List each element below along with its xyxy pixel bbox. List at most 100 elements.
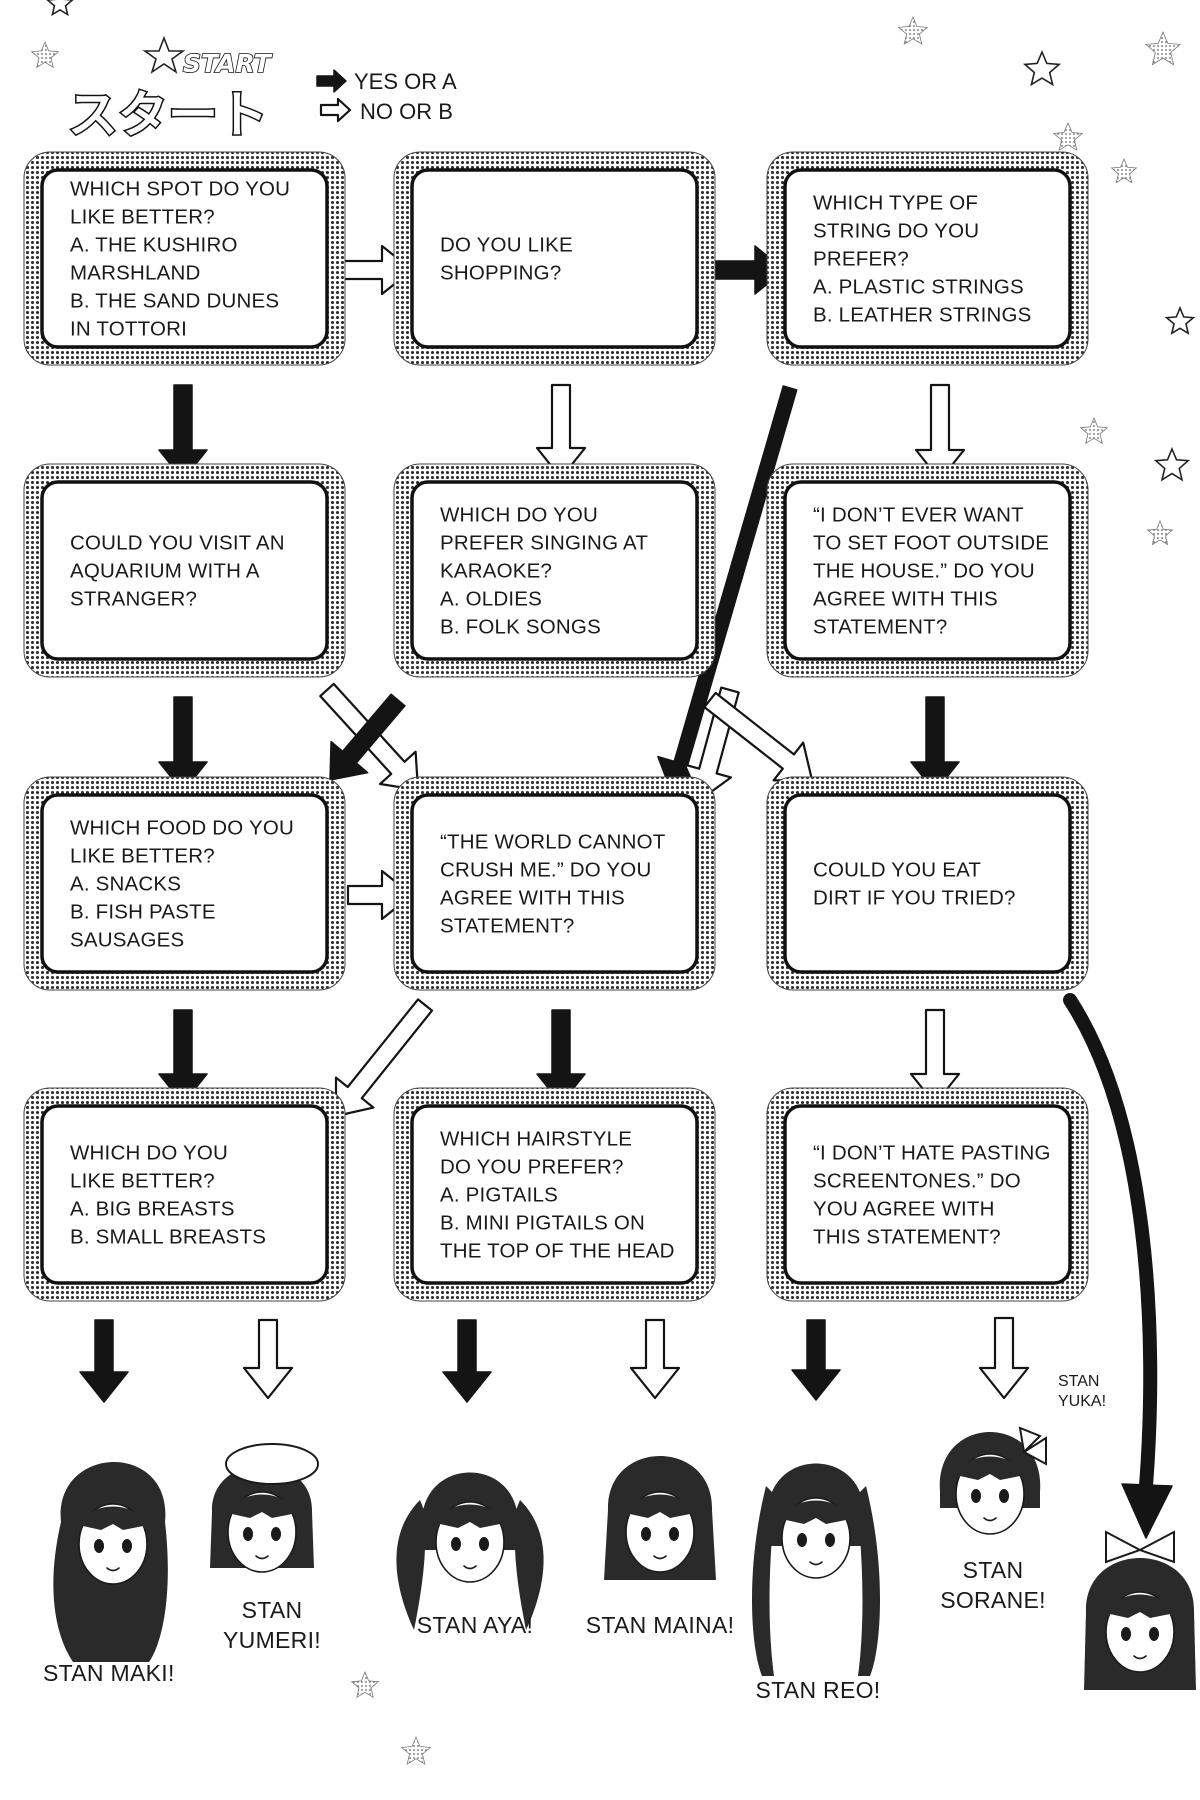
question-box-border <box>410 480 699 661</box>
star-icon <box>400 1735 432 1765</box>
no-arrow-icon <box>629 1318 681 1400</box>
star-icon <box>897 15 929 45</box>
start-label: START <box>183 49 273 78</box>
question-text-line: STATEMENT? <box>813 616 948 639</box>
no-arrow-icon <box>978 1316 1030 1400</box>
question-box-border <box>783 480 1072 661</box>
question-text-line: CRUSH ME.” DO YOU <box>440 859 651 882</box>
question-text-line: MARSHLAND <box>70 262 201 285</box>
question-box-q2: DO YOU LIKE SHOPPING? <box>393 151 716 366</box>
question-text-line: A. THE KUSHIRO <box>70 234 238 257</box>
result-maina: STAN MAINA! <box>586 1456 734 1638</box>
question-text-line: SCREENTONES.” DO <box>813 1170 1021 1193</box>
yes-arrow-icon <box>316 69 347 93</box>
question-text-line: WHICH HAIRSTYLE <box>440 1128 632 1151</box>
yes-arrow-icon <box>329 693 406 781</box>
star-icon <box>1079 416 1109 445</box>
result-label: STAN <box>1058 1373 1099 1390</box>
result-label: SORANE! <box>940 1587 1046 1613</box>
yes-arrow-icon <box>791 1319 841 1401</box>
question-text-line: IN TOTTORI <box>70 318 187 341</box>
question-box-border <box>783 168 1072 349</box>
question-text-line: STRANGER? <box>70 588 197 611</box>
question-text-line: WHICH DO YOU <box>70 1142 228 1165</box>
question-text-line: LIKE BETTER? <box>70 845 215 868</box>
legend-yes-label: YES OR A <box>354 69 457 94</box>
character-face-icon <box>210 1443 319 1573</box>
result-label: YUKA! <box>1058 1393 1106 1410</box>
question-text-line: DO YOU LIKE <box>440 234 573 257</box>
star-icon <box>1144 30 1182 66</box>
result-reo: STAN REO! <box>752 1463 881 1703</box>
star-icon <box>1164 305 1196 335</box>
result-label: STAN <box>963 1557 1024 1583</box>
question-box-border <box>783 1104 1072 1285</box>
question-text-line: B. THE SAND DUNES <box>70 290 279 313</box>
question-text-line: B. LEATHER STRINGS <box>813 304 1032 327</box>
question-box-q6: “I DON’T EVER WANT TO SET FOOT OUTSIDE THE… <box>766 463 1089 678</box>
start-star-icon <box>142 35 186 74</box>
question-text-line: SAUSAGES <box>70 929 184 952</box>
question-text-line: THIS STATEMENT? <box>813 1226 1001 1249</box>
character-face-icon <box>1084 1530 1196 1690</box>
question-text-line: DO YOU PREFER? <box>440 1156 624 1179</box>
question-text-line: WHICH SPOT DO YOU <box>70 178 290 201</box>
question-text-line: “I DON’T EVER WANT <box>813 504 1024 527</box>
question-text-line: SHOPPING? <box>440 262 561 285</box>
question-box-q12: “I DON’T HATE PASTING SCREENTONES.” DO YOU… <box>766 1087 1089 1302</box>
yes-arrow-icon <box>442 1319 492 1403</box>
start-kana: スタート <box>68 86 268 144</box>
yes-arrow-icon <box>1063 993 1158 1493</box>
no-arrow-icon <box>535 383 587 480</box>
question-text-line: YOU AGREE WITH <box>813 1198 995 1221</box>
star-icon <box>1110 157 1138 184</box>
yes-arrow-icon <box>1121 1483 1173 1539</box>
question-text-line: COULD YOU EAT <box>813 859 981 882</box>
yes-arrow-icon <box>79 1319 129 1403</box>
question-text-line: LIKE BETTER? <box>70 1170 215 1193</box>
question-text-line: “I DON’T HATE PASTING <box>813 1142 1051 1165</box>
question-box-border <box>410 168 699 349</box>
result-label: STAN <box>242 1597 303 1623</box>
star-icon <box>350 1670 380 1699</box>
question-text-line: PREFER? <box>813 248 909 271</box>
result-maki: STAN MAKI! <box>43 1461 174 1686</box>
star-icon <box>30 40 60 69</box>
question-text-line: A. SNACKS <box>70 873 181 896</box>
question-text-line: THE HOUSE.” DO YOU <box>813 560 1035 583</box>
question-box-border <box>40 480 329 661</box>
question-text-line: WHICH DO YOU <box>440 504 598 527</box>
no-arrow-icon <box>703 691 814 782</box>
question-text-line: WHICH TYPE OF <box>813 192 978 215</box>
question-box-border <box>783 793 1072 974</box>
question-box-border <box>40 793 329 974</box>
result-aya: STAN AYA! <box>396 1472 544 1638</box>
question-box-border <box>410 1104 699 1285</box>
result-label: STAN REO! <box>756 1677 881 1703</box>
question-text-line: PREFER SINGING AT <box>440 532 648 555</box>
question-text-line: KARAOKE? <box>440 560 552 583</box>
result-sorane: STAN SORANE! <box>939 1426 1047 1613</box>
question-text-line: TO SET FOOT OUTSIDE <box>813 532 1049 555</box>
character-face-icon <box>604 1456 716 1580</box>
question-box-border <box>40 1104 329 1285</box>
question-box-border <box>40 168 329 349</box>
question-text-line: B. FOLK SONGS <box>440 616 601 639</box>
result-label: STAN AYA! <box>417 1612 533 1638</box>
no-arrow-icon <box>319 97 352 123</box>
decorative-stars <box>30 0 1196 1765</box>
question-box-border <box>410 793 699 974</box>
question-text-line: A. BIG BREASTS <box>70 1198 235 1221</box>
character-face-icon <box>396 1472 544 1630</box>
character-face-icon <box>752 1463 880 1676</box>
no-arrow-icon <box>242 1318 294 1400</box>
